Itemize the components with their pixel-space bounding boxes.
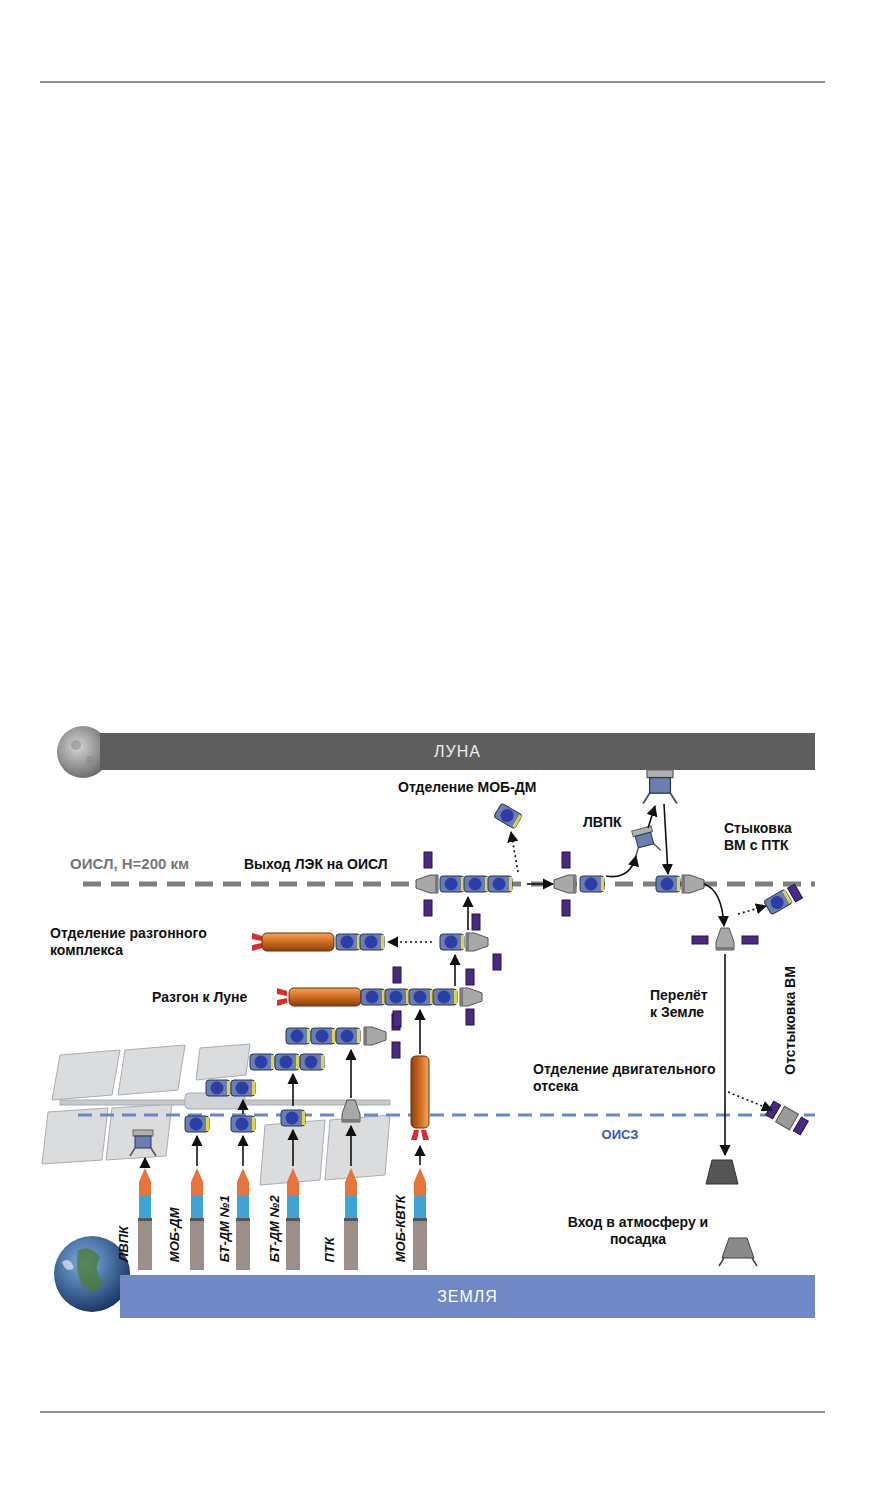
band-label: ЛУНА xyxy=(434,743,481,761)
orbit-modules xyxy=(130,1056,429,1156)
annotation-label: Отделение двигательного отсека xyxy=(533,1061,718,1095)
annotation-label: Вход в атмосферу и посадка xyxy=(563,1214,713,1248)
annotation-label: Разгон к Луне xyxy=(152,989,247,1006)
separation-arrows xyxy=(388,832,772,1110)
annotation-label: ОИСЛ, H=200 км xyxy=(70,855,189,873)
rocket-label: ПТК xyxy=(322,1237,338,1262)
rocket-label: МОБ-КВТК xyxy=(392,1195,408,1262)
launch-rockets xyxy=(138,1168,427,1270)
annotation-label: Перелёт к Земле xyxy=(650,987,716,1021)
annotation-label: Отстыковка ВМ xyxy=(782,966,799,1075)
annotation-label: ОИСЗ xyxy=(602,1127,639,1143)
rocket-label: МОБ-ДМ xyxy=(166,1207,182,1262)
band-label: ЗЕМЛЯ xyxy=(437,1288,498,1306)
assembly-stack xyxy=(206,1014,400,1096)
page-rule xyxy=(40,82,825,1412)
rocket-label: ЛВПК xyxy=(116,1226,132,1262)
annotation-label: ЛВПК xyxy=(583,814,622,831)
annotation-label: Стыковка ВМ с ПТК xyxy=(724,820,812,854)
region-band: ЗЕМЛЯ xyxy=(120,1275,815,1318)
flow-arrows xyxy=(145,804,725,1166)
lunar-transfer-complex xyxy=(277,967,482,1027)
earth-orbit-line xyxy=(78,1115,815,1116)
annotation-label: Выход ЛЭК на ОИСЛ xyxy=(244,856,388,873)
separated-booster xyxy=(252,914,501,970)
region-band: ЛУНА xyxy=(100,733,815,770)
rocket-label: БТ-ДМ №1 xyxy=(216,1195,232,1262)
rocket-label: БТ-ДМ №2 xyxy=(266,1195,282,1262)
annotation-label: Отделение МОБ-ДМ xyxy=(398,779,536,796)
annotation-label: Отделение разгонного комплекса xyxy=(50,925,235,959)
